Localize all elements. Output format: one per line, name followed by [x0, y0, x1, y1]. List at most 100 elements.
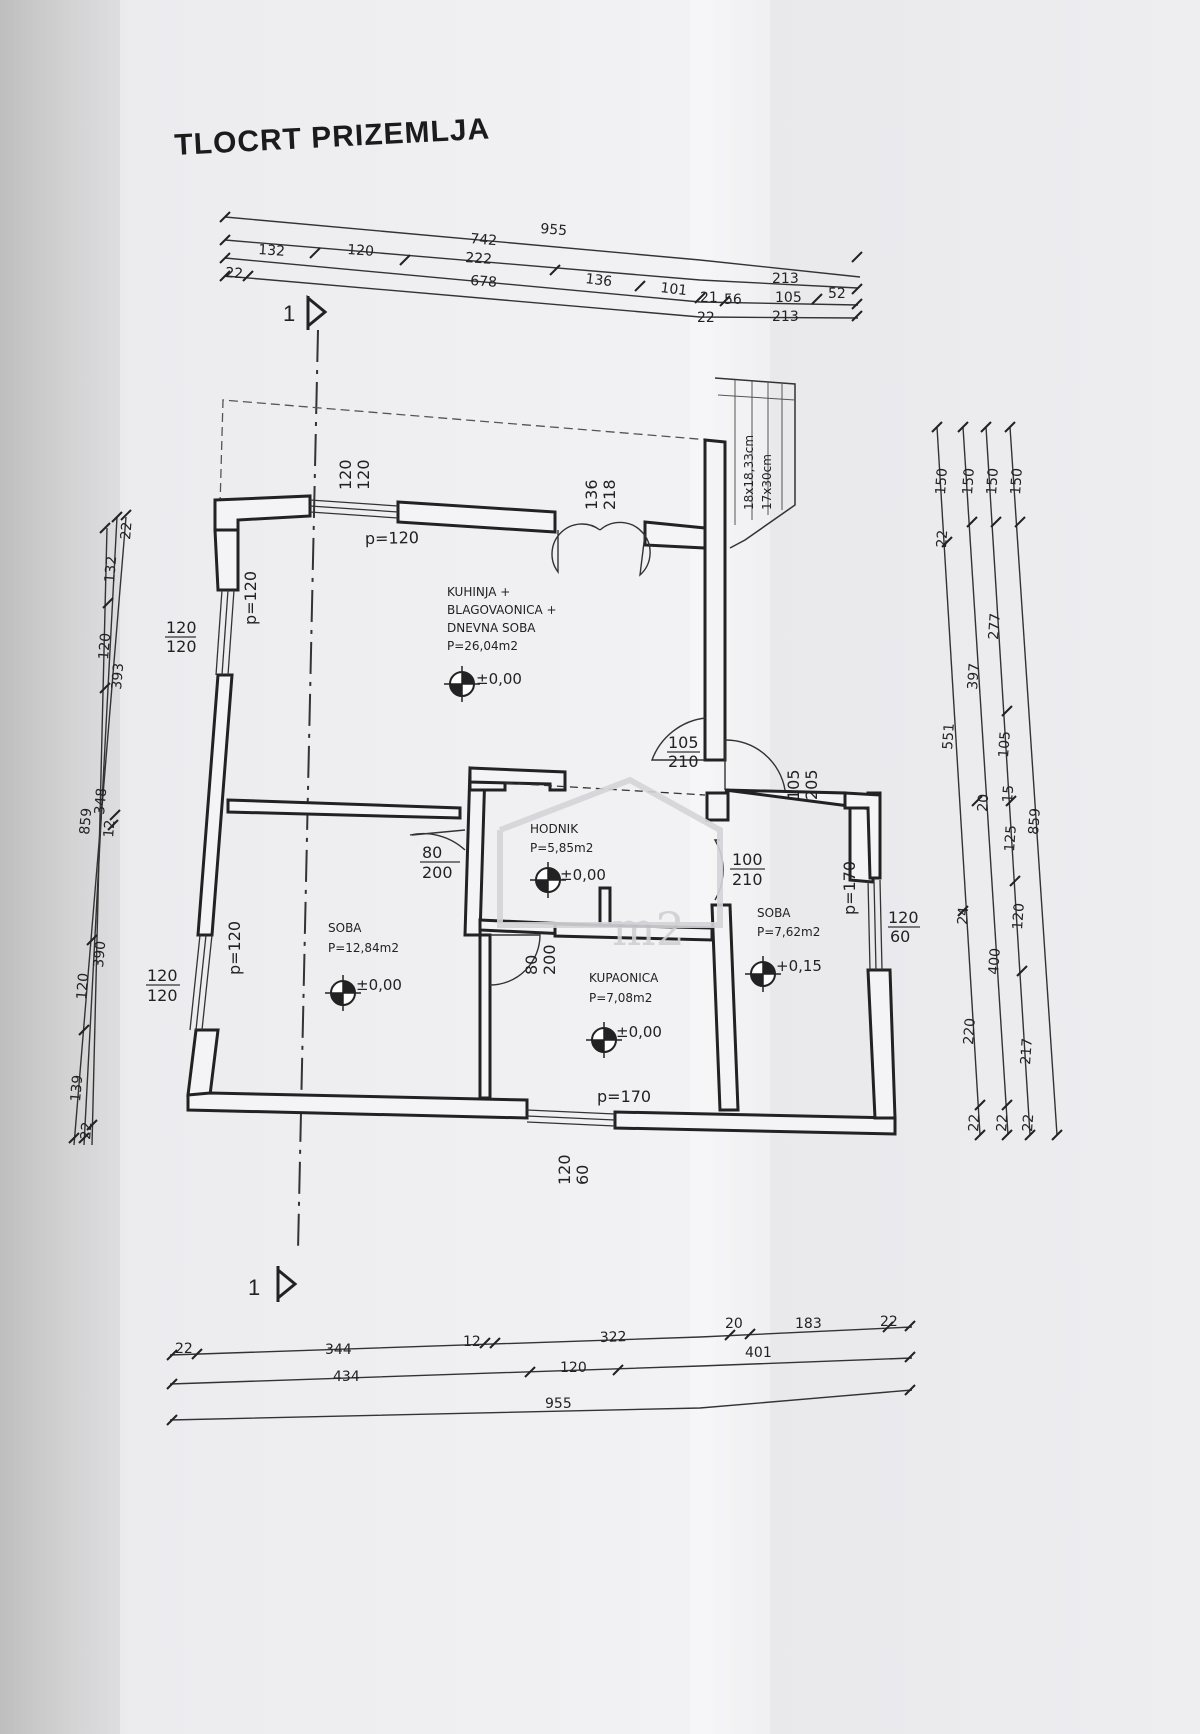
room-kuhinja-area: P=26,04m2	[447, 639, 518, 653]
room-kuhinja: KUHINJA + BLAGOVAONICA + DNEVNA SOBA P=2…	[443, 585, 557, 703]
wall-kup-left	[478, 933, 492, 1100]
door-entry-swing	[724, 739, 786, 791]
door-kitchen-h: 210	[668, 752, 699, 771]
dim-left-859: 859	[77, 807, 95, 835]
dim-right-20: 20	[975, 793, 992, 812]
dim-top-213-b: 213	[772, 309, 799, 325]
win-bottom-h: 60	[573, 1165, 592, 1185]
watermark-logo: m2	[497, 776, 723, 956]
dim-line-top-1	[224, 216, 861, 278]
wall-bottom-left	[186, 1091, 529, 1120]
door-entry-w: 105	[784, 769, 803, 800]
page-fold-highlight	[690, 0, 770, 1734]
dim-right-277: 277	[986, 612, 1004, 640]
dim-right-859: 859	[1026, 807, 1044, 835]
door-kup-swing	[489, 934, 541, 986]
room-kuhinja-line3: DNEVNA SOBA	[447, 621, 536, 635]
room-soba-right-area: P=7,62m2	[757, 925, 820, 939]
room-soba-left-area: P=12,84m2	[328, 941, 399, 955]
door-main-w: 136	[582, 479, 601, 510]
dim-right-22-4: 22	[1020, 1113, 1037, 1132]
win-left-bot-w: 120	[147, 966, 178, 985]
dim-top-56: 56	[724, 292, 742, 308]
wall-top-left	[213, 494, 312, 532]
dim-left-120-b: 120	[74, 972, 92, 1000]
room-kupaonica: KUPAONICA P=7,08m2 ±0,00	[585, 971, 662, 1059]
page-edge-shadow	[0, 0, 120, 1734]
dim-left-22-b: 22	[78, 1121, 95, 1140]
win-right-p: p=170	[840, 861, 859, 915]
room-soba-right: SOBA P=7,62m2 +0,15	[744, 906, 822, 993]
door-soba-r-h: 210	[732, 870, 763, 889]
win-right-h: 60	[890, 927, 910, 946]
dim-top-22: 22	[225, 265, 244, 282]
room-soba-right-name: SOBA	[757, 906, 791, 920]
dim-right-24: 24	[955, 906, 972, 925]
dim-right-150-2: 150	[960, 467, 978, 495]
win-left-top-h: 120	[166, 637, 197, 656]
dashed-ceiling-line	[504, 782, 706, 796]
wall-left-top	[213, 528, 240, 592]
win-left-top-w: 120	[166, 618, 197, 637]
dim-line-top-4	[224, 275, 859, 319]
watermark-text: m2	[612, 902, 685, 956]
room-kupaonica-area: P=7,08m2	[589, 991, 652, 1005]
wall-right-upper-post	[843, 791, 882, 880]
dim-top-21: 21	[700, 290, 718, 306]
dim-bottom-322: 322	[600, 1329, 627, 1346]
room-hodnik-name: HODNIK	[530, 822, 579, 836]
dim-right-120: 120	[1010, 902, 1028, 930]
door-kitchen-w: 105	[668, 733, 699, 752]
dim-right-150-3: 150	[984, 467, 1002, 495]
win-left-top-p: p=120	[241, 571, 260, 625]
wall-top-mid	[396, 500, 557, 534]
dim-bottom-22-b: 22	[880, 1314, 898, 1330]
dim-bottom-22-a: 22	[175, 1341, 193, 1357]
wall-hodnik-top	[468, 766, 567, 792]
win-left-bot-h: 120	[147, 986, 178, 1005]
win-top-p: p=120	[365, 528, 419, 548]
door-entry-h: 205	[802, 769, 821, 800]
door-main-left-leaf	[551, 523, 601, 575]
section-label-bottom: 1	[248, 1275, 260, 1300]
bottom-dimension-lines: 22 344 12 322 20 183 22 434 120 401 955	[166, 1314, 916, 1426]
door-main-h: 218	[600, 479, 619, 510]
walls	[186, 438, 897, 1136]
wall-bottom-right	[613, 1110, 897, 1136]
wall-right-lower	[866, 968, 897, 1120]
stair: 18x18,33cm 17x30cm	[714, 377, 796, 549]
win-right-w: 120	[888, 908, 919, 927]
room-soba-left-name: SOBA	[328, 921, 362, 935]
dim-top-742: 742	[470, 231, 498, 249]
dim-top-136: 136	[585, 271, 614, 290]
win-bottom-p: p=170	[597, 1087, 651, 1106]
dim-line-top-3	[224, 257, 859, 306]
dim-right-105: 105	[996, 730, 1014, 758]
dim-top-22-b: 22	[697, 310, 715, 326]
dim-bottom-120: 120	[560, 1360, 587, 1376]
dim-left-139: 139	[68, 1074, 86, 1102]
dim-left-132: 132	[102, 555, 120, 583]
wall-hodnik-left	[463, 766, 487, 937]
wall-partition-kitchen-soba	[226, 798, 462, 820]
dim-left-12: 12	[101, 819, 118, 838]
dim-right-22-3: 22	[994, 1113, 1011, 1132]
dim-bottom-183: 183	[795, 1316, 822, 1332]
wall-entry-post	[705, 791, 730, 822]
dim-left-393: 393	[109, 662, 127, 690]
door-soba-l-h: 200	[422, 863, 453, 882]
dim-top-222: 222	[465, 250, 493, 268]
right-dimension-lines: 150 22 551 24 220 22 150 397 20 400 22 1…	[931, 421, 1063, 1141]
dim-bottom-20: 20	[725, 1316, 743, 1332]
room-hodnik-level: ±0,00	[560, 866, 606, 884]
room-hodnik-area: P=5,85m2	[530, 841, 593, 855]
door-kup-w: 80	[522, 955, 541, 975]
dim-top-132: 132	[258, 242, 286, 260]
dim-right-220: 220	[961, 1017, 979, 1045]
dim-line-top-2	[224, 239, 859, 289]
room-soba-left: SOBA P=12,84m2 ±0,00	[324, 921, 402, 1012]
door-soba-r-w: 100	[732, 850, 763, 869]
dim-right-400: 400	[986, 947, 1004, 975]
dim-bottom-344: 344	[325, 1342, 352, 1358]
dim-bottom-12: 12	[463, 1334, 481, 1350]
